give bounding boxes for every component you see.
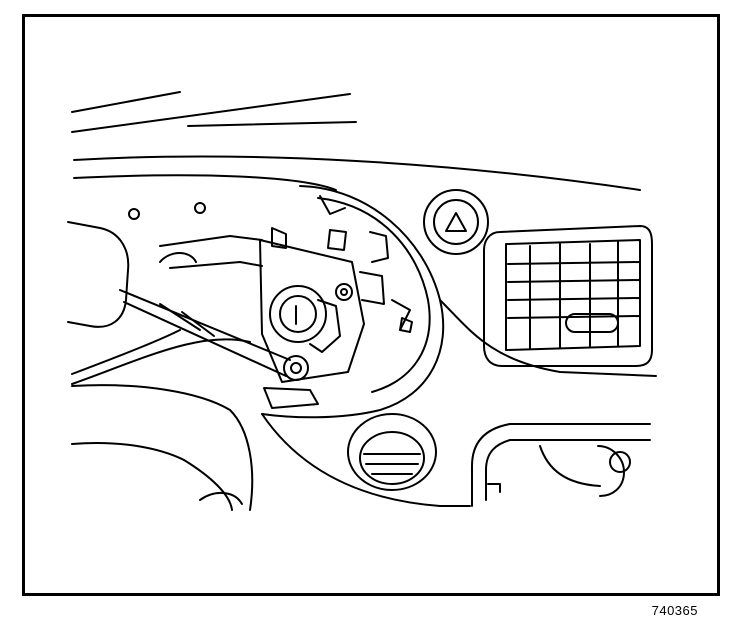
round-lower-vent — [347, 413, 437, 491]
dash-top-contour — [73, 155, 641, 191]
figure-id-label: 740365 — [651, 603, 698, 618]
ignition-switch-assembly — [259, 227, 413, 409]
instrument-cavity — [128, 185, 445, 419]
illustration-frame — [22, 14, 720, 596]
lower-dash-contour — [261, 299, 657, 507]
steering-column-shroud — [71, 384, 254, 511]
air-vent — [483, 225, 653, 367]
center-stack-opening — [471, 423, 651, 507]
screwdriver-tool — [67, 221, 309, 381]
wiring-harness — [71, 235, 263, 385]
windshield-lines — [71, 91, 357, 133]
hazard-button — [423, 189, 489, 255]
